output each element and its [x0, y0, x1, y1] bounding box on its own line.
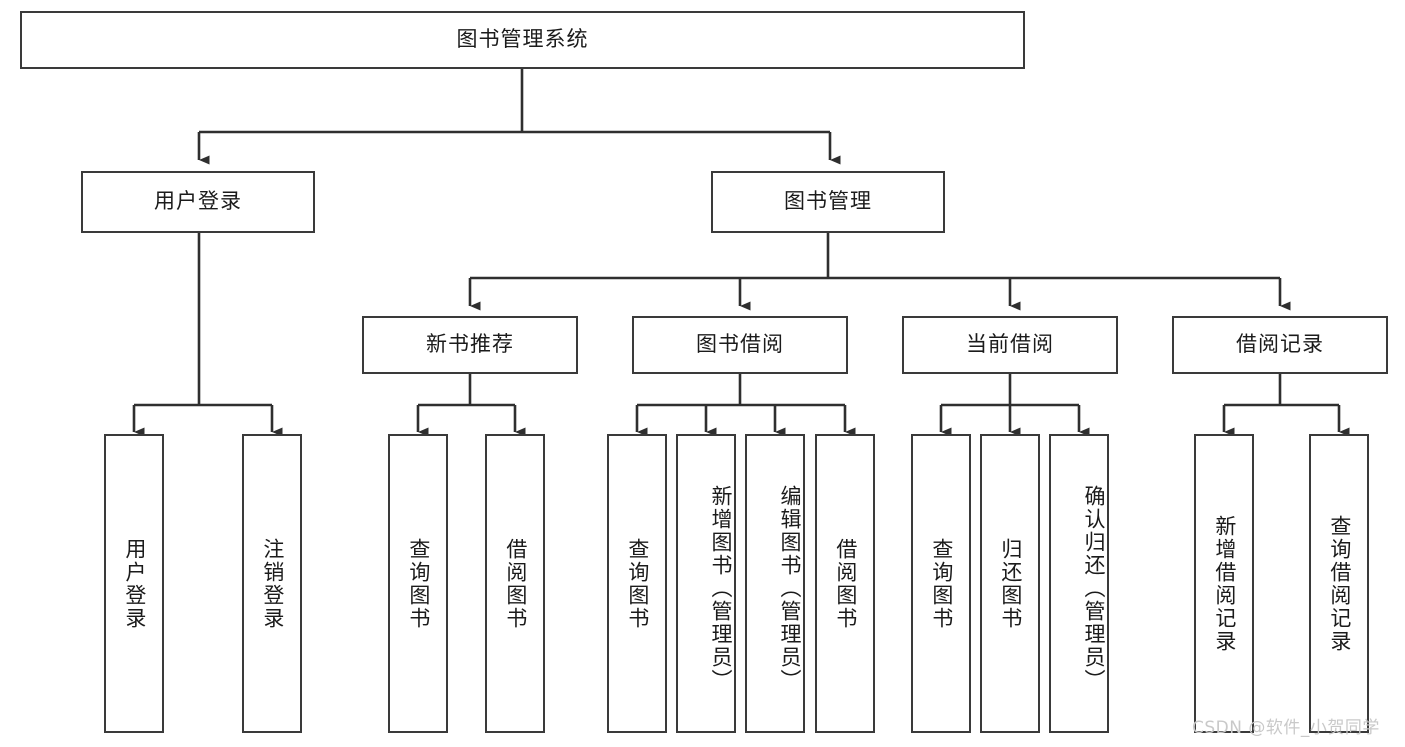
node-label: 图书借阅: [696, 332, 784, 357]
leaf-current-query-book[interactable]: 查询图书: [911, 434, 971, 733]
node-label: 新增图书（管理员）: [709, 485, 733, 692]
node-new-book-recommend[interactable]: 新书推荐: [362, 316, 578, 374]
node-label: 图书管理: [784, 189, 872, 214]
node-label: 查询图书: [406, 537, 431, 630]
leaf-borrow-add-book-admin[interactable]: 新增图书（管理员）: [676, 434, 736, 733]
node-label: 借阅图书: [833, 537, 858, 630]
node-label: 新增借阅记录: [1212, 514, 1237, 653]
node-label: 归还图书: [998, 537, 1023, 630]
node-label: 查询借阅记录: [1327, 514, 1352, 653]
node-label: 图书管理系统: [456, 27, 589, 52]
leaf-borrow-query-book[interactable]: 查询图书: [607, 434, 667, 733]
leaf-borrow-edit-book-admin[interactable]: 编辑图书（管理员）: [745, 434, 805, 733]
node-book-borrow[interactable]: 图书借阅: [632, 316, 848, 374]
leaf-user-login-signin[interactable]: 用户登录: [104, 434, 164, 733]
node-current-borrow[interactable]: 当前借阅: [902, 316, 1118, 374]
node-label: 查询图书: [929, 537, 954, 630]
node-label: 当前借阅: [966, 332, 1054, 357]
node-label: 确认归还（管理员）: [1082, 485, 1106, 692]
node-label: 用户登录: [122, 537, 147, 630]
node-label: 新书推荐: [426, 332, 514, 357]
leaf-borrow-borrow-book[interactable]: 借阅图书: [815, 434, 875, 733]
node-label: 编辑图书（管理员）: [778, 485, 802, 692]
leaf-current-confirm-return-admin[interactable]: 确认归还（管理员）: [1049, 434, 1109, 733]
node-label: 借阅图书: [503, 537, 528, 630]
leaf-current-return-book[interactable]: 归还图书: [980, 434, 1040, 733]
leaf-record-query-record[interactable]: 查询借阅记录: [1309, 434, 1369, 733]
node-label: 借阅记录: [1236, 332, 1324, 357]
node-label: 查询图书: [625, 537, 650, 630]
leaf-record-add-record[interactable]: 新增借阅记录: [1194, 434, 1254, 733]
leaf-user-login-signout[interactable]: 注销登录: [242, 434, 302, 733]
csdn-watermark: CSDN @软件_小贺同学: [1192, 718, 1380, 738]
node-user-login[interactable]: 用户登录: [81, 171, 315, 233]
node-label: 注销登录: [260, 537, 285, 630]
leaf-recommend-query-book[interactable]: 查询图书: [388, 434, 448, 733]
node-label: 用户登录: [154, 189, 242, 214]
node-book-management[interactable]: 图书管理: [711, 171, 945, 233]
node-borrow-record[interactable]: 借阅记录: [1172, 316, 1388, 374]
node-root-system[interactable]: 图书管理系统: [20, 11, 1025, 69]
leaf-recommend-borrow-book[interactable]: 借阅图书: [485, 434, 545, 733]
